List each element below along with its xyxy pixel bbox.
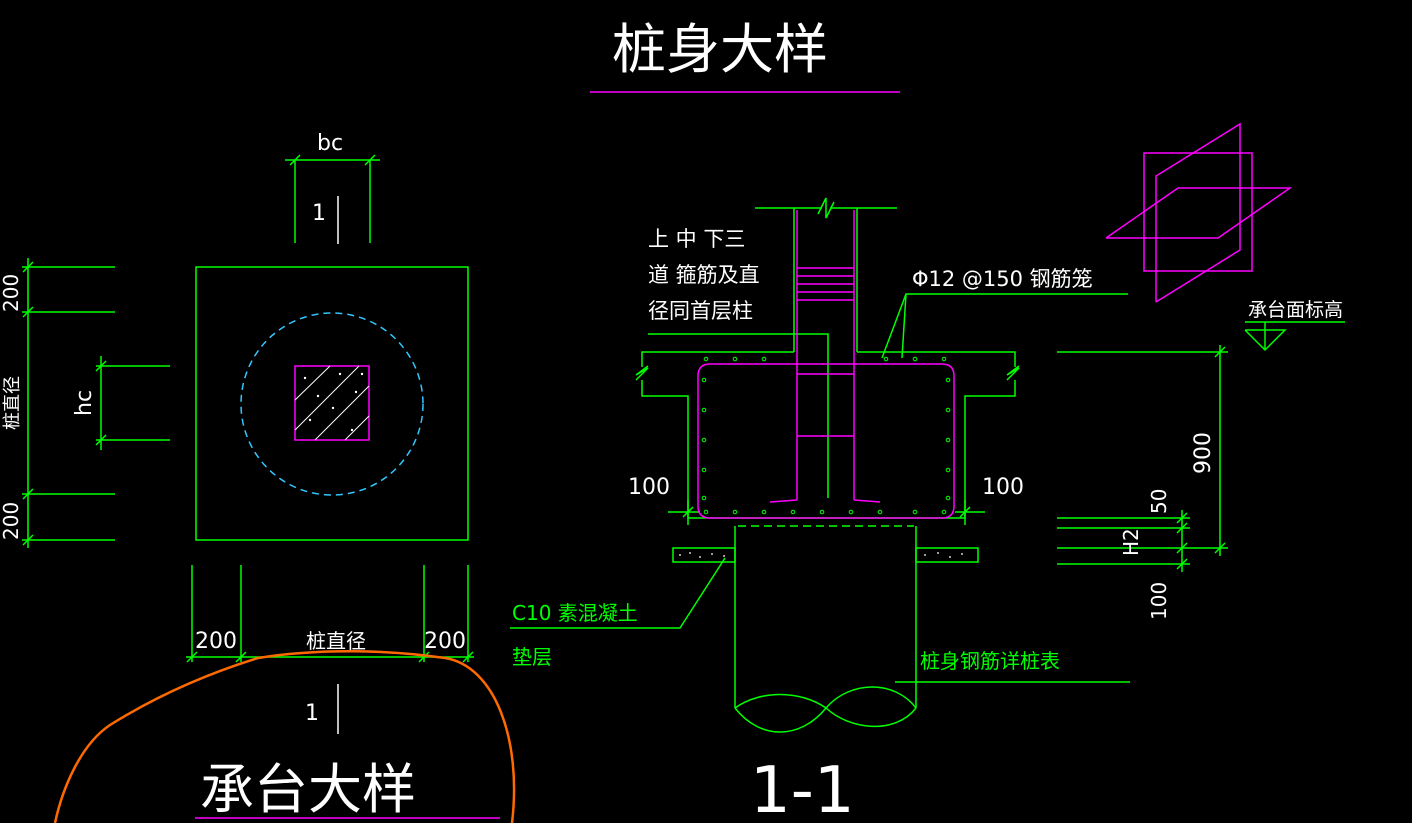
cut-label-top: 1: [312, 201, 326, 226]
dim-left-bottom-200: 200: [0, 502, 23, 540]
cage-3d-icon: [1105, 122, 1293, 303]
dim-50: 50: [1147, 489, 1171, 514]
concrete-cushion: [672, 547, 979, 563]
dim-bottom-left-200: 200: [195, 629, 237, 654]
label-cage: Φ12 @150 钢筋笼: [912, 267, 1093, 291]
note-stirrups-line3: 径同首层柱: [648, 299, 753, 323]
pile-outline-circle: [240, 312, 424, 496]
dim-left-top-200: 200: [0, 274, 23, 312]
rebar-cage: [697, 210, 955, 519]
dim-section-right-100: 100: [982, 475, 1024, 500]
title-cap-detail: 承台大样: [200, 758, 416, 821]
dim-bc: bc: [317, 131, 343, 156]
dim-bottom-right-200: 200: [424, 629, 466, 654]
note-stirrups-line2: 道 箍筋及直: [648, 263, 760, 287]
title-section: 1-1: [750, 754, 855, 823]
cap-plan-view: [22, 154, 474, 663]
dim-hc: hc: [72, 390, 97, 416]
label-pile-rebar: 桩身钢筋详桩表: [920, 649, 1060, 673]
markup-annotation: [53, 650, 516, 823]
dim-100-bottom: 100: [1147, 582, 1171, 620]
dim-900: 900: [1191, 432, 1216, 474]
dim-bottom-pile-diameter: 桩直径: [306, 629, 366, 653]
dim-left-pile-diameter: 桩直径: [2, 376, 23, 430]
cut-label-bottom: 1: [305, 701, 319, 726]
dim-h2: H2: [1119, 528, 1143, 556]
label-cap-level: 承台面标高: [1248, 299, 1343, 321]
title-pile-detail: 桩身大样: [612, 18, 828, 81]
cap-outline: [195, 266, 469, 541]
cap-rebar-dots: [701, 356, 951, 515]
label-cushion-line1: C10 素混凝土: [512, 601, 638, 625]
dim-section-left-100: 100: [628, 475, 670, 500]
note-stirrups-line1: 上 中 下三: [648, 227, 745, 251]
section-outline: [510, 197, 1345, 733]
column-section: [294, 365, 370, 441]
label-cushion-line2: 垫层: [512, 645, 552, 669]
